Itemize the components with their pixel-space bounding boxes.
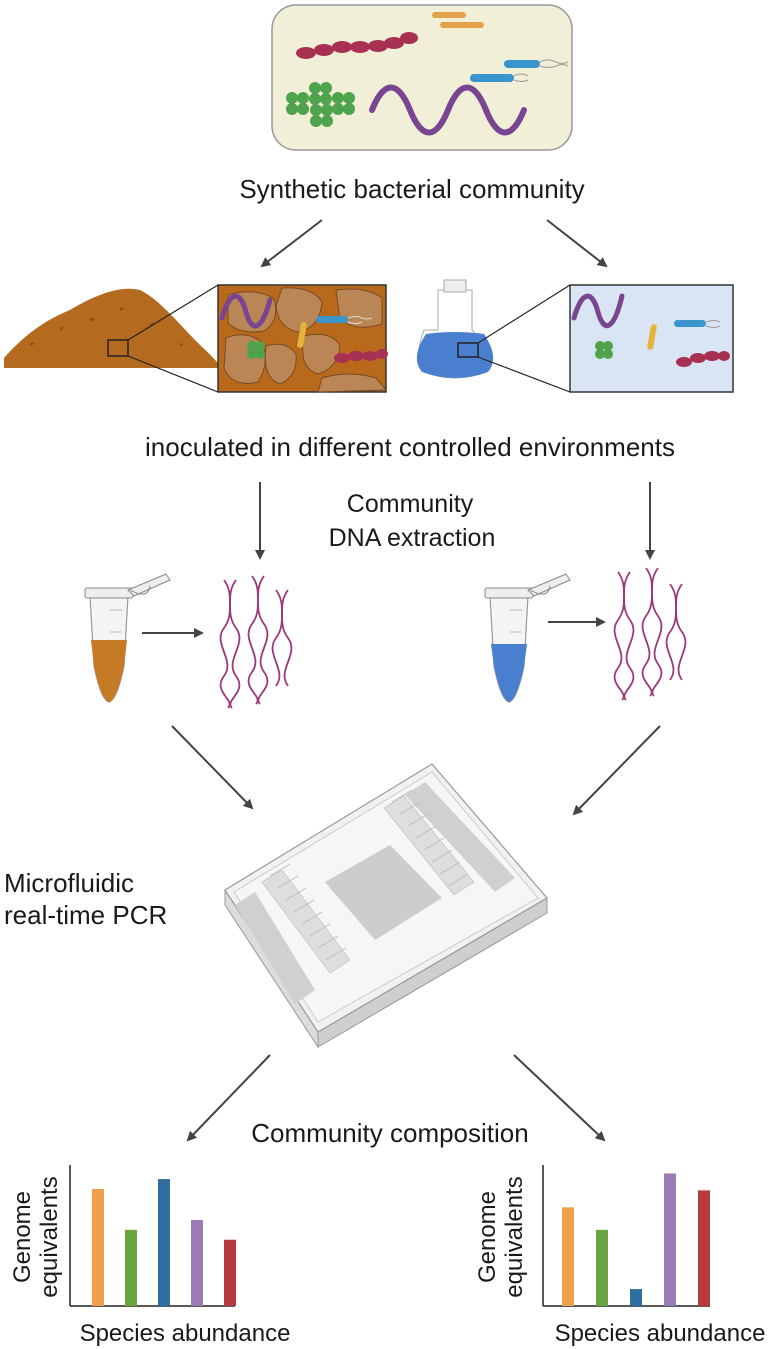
flask-zoom-line-bottom — [477, 356, 571, 393]
left-ylabel-line1: Genome — [9, 1191, 36, 1283]
arrow-pcr-to-right-chart — [513, 1054, 606, 1142]
zoom-line-top — [127, 284, 219, 341]
pcr-label-line2: real-time PCR — [4, 900, 167, 930]
soil-zoom-panel — [217, 284, 388, 393]
left-bar-chart — [69, 1165, 236, 1307]
soil-tube-icon — [84, 573, 171, 703]
bar-1 — [562, 1207, 574, 1306]
liquid-zoom-panel — [569, 284, 734, 393]
extraction-label-line2: DNA extraction — [329, 524, 496, 552]
rod-bacterium-icon — [432, 12, 484, 28]
flagellated-bacterium-icon — [470, 59, 569, 82]
composition-label: Community composition — [251, 1118, 528, 1148]
extraction-label-line1: Community — [347, 490, 474, 518]
liquid-dna-icon — [613, 567, 687, 701]
community-panel — [271, 4, 573, 151]
community-label: Synthetic bacterial community — [239, 174, 584, 204]
microfluidic-chip-icon — [224, 763, 548, 1049]
chain-bacterium-icon — [296, 32, 418, 59]
bar-3 — [158, 1179, 170, 1306]
arrow-to-flask — [546, 219, 608, 268]
zoom-line-bottom — [127, 355, 219, 393]
right-ylabel-line1: Genome — [474, 1191, 501, 1283]
bar-5 — [698, 1190, 710, 1306]
right-chart-xlabel: Species abundance — [555, 1320, 766, 1347]
inoculated-label: inoculated in different controlled envir… — [145, 432, 675, 462]
right-bar-chart — [542, 1165, 710, 1307]
bar-3 — [630, 1289, 642, 1306]
pcr-label-line1: Microfluidic — [4, 868, 134, 898]
soil-pile-icon — [4, 288, 222, 368]
bar-2 — [596, 1229, 608, 1306]
soil-dna-icon — [219, 575, 293, 709]
flask-zoom-line-top — [477, 284, 571, 344]
arrow-pcr-to-left-chart — [186, 1054, 271, 1142]
bar-4 — [191, 1219, 203, 1306]
right-chart-ylabel: Genomeequivalents — [474, 1176, 528, 1297]
left-chart-ylabel: Genomeequivalents — [9, 1176, 63, 1297]
spirochete-icon — [369, 84, 527, 136]
bar-4 — [664, 1173, 676, 1306]
bar-5 — [224, 1239, 236, 1306]
bar-1 — [92, 1188, 104, 1306]
arrow-to-soil — [260, 219, 323, 268]
coccus-cluster-icon — [286, 82, 355, 127]
left-ylabel-line2: equivalents — [36, 1176, 63, 1297]
flask-icon — [416, 279, 494, 379]
liquid-tube-icon — [484, 573, 571, 703]
left-chart-xlabel: Species abundance — [80, 1320, 291, 1347]
right-ylabel-line2: equivalents — [501, 1176, 528, 1297]
bar-2 — [125, 1229, 137, 1306]
arrow-soil-to-pcr — [171, 725, 254, 810]
arrow-liquid-to-pcr — [572, 725, 661, 816]
